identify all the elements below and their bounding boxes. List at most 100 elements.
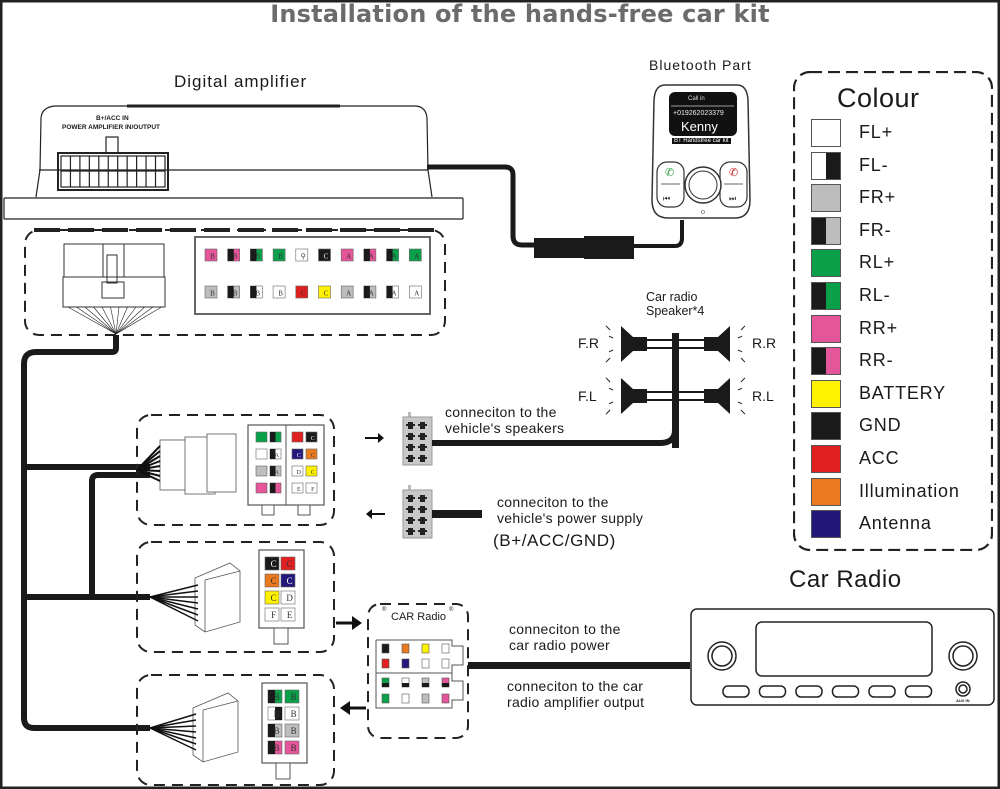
arrow-right-icon xyxy=(352,616,362,630)
legend-label: RL- xyxy=(859,285,891,305)
radio-amp-connection-1: conneciton to the car xyxy=(507,678,644,694)
pin: E xyxy=(291,482,304,494)
legend-swatch xyxy=(811,477,841,506)
pin xyxy=(401,658,410,669)
legend-label: GND xyxy=(859,415,902,436)
svg-text:B: B xyxy=(274,692,280,702)
speaker-icon xyxy=(679,377,746,415)
power-connection-3: (B+/ACC/GND) xyxy=(493,531,616,550)
legend-label: RR+ xyxy=(859,317,898,338)
pin: B xyxy=(204,248,218,262)
pin: A xyxy=(408,285,422,299)
svg-text:A: A xyxy=(346,289,351,297)
car-radio-unit xyxy=(690,608,995,706)
pin: A xyxy=(386,248,399,262)
pin xyxy=(255,448,268,460)
pin xyxy=(255,431,268,443)
svg-text:B: B xyxy=(291,709,297,719)
svg-text:B: B xyxy=(274,726,280,736)
pin xyxy=(401,693,410,704)
speaker-fl-label: F.L xyxy=(578,388,597,404)
bluetooth-cable xyxy=(427,164,684,259)
pin: C xyxy=(295,285,309,299)
legend-item: FR- xyxy=(811,216,991,247)
svg-text:B: B xyxy=(210,289,215,297)
vehicle-power-plug xyxy=(366,485,482,539)
power-connection-2: vehicle's power supply xyxy=(497,510,644,526)
legend-label: FL- xyxy=(859,154,889,175)
legend-item: FL- xyxy=(811,151,991,182)
legend-label: RL+ xyxy=(859,252,895,273)
svg-text:C: C xyxy=(297,453,301,459)
pin: C xyxy=(280,573,296,588)
pin: E xyxy=(280,607,296,622)
svg-text:A: A xyxy=(346,252,351,260)
speakers-connection-1: conneciton to the xyxy=(445,404,557,420)
pin: B xyxy=(227,248,240,262)
phone-answer-icon: ✆ xyxy=(665,167,674,179)
registered-mark: ® xyxy=(449,607,454,613)
digital-amplifier xyxy=(3,104,464,232)
pin: C xyxy=(318,248,331,262)
radio-display xyxy=(755,621,933,677)
amplifier-port-label-1: B+/ACC IN xyxy=(96,115,129,122)
svg-text:B: B xyxy=(233,252,238,260)
pin: B xyxy=(204,285,218,299)
svg-text:C: C xyxy=(271,559,277,569)
pin xyxy=(401,677,410,688)
legend-swatch xyxy=(811,184,841,213)
pin xyxy=(291,431,304,443)
speaker-group xyxy=(605,325,746,448)
svg-text:E: E xyxy=(297,487,301,493)
legend-item: Antenna xyxy=(811,510,991,540)
pin: B xyxy=(272,285,286,299)
legend-label: ACC xyxy=(859,448,900,468)
svg-text:B: B xyxy=(278,252,283,260)
main-connector-pinout xyxy=(194,236,431,315)
legend-label: BATTERY xyxy=(859,382,946,403)
pin xyxy=(401,643,410,654)
pin: C xyxy=(305,431,318,443)
legend-swatch xyxy=(811,216,841,245)
svg-text:C: C xyxy=(324,289,329,297)
speaker-icon xyxy=(605,377,672,415)
svg-text:C: C xyxy=(311,453,315,459)
legend-swatch xyxy=(811,445,841,473)
pin: C xyxy=(291,448,304,460)
harness-trunk xyxy=(21,335,150,731)
speaker-icon xyxy=(679,325,746,363)
pin: C xyxy=(305,448,318,460)
cable-socket xyxy=(584,236,634,259)
previous-track-icon: ⏮ xyxy=(663,194,670,203)
pin: B xyxy=(284,706,300,721)
pin: A xyxy=(363,248,377,262)
pin: A xyxy=(340,248,354,262)
legend-swatch xyxy=(811,314,841,343)
preset-button xyxy=(831,685,860,698)
legend-item: GND xyxy=(811,412,991,442)
preset-button xyxy=(904,685,933,698)
pin: C xyxy=(305,465,318,477)
svg-text:C: C xyxy=(271,593,277,603)
speakers-label-2: Speaker*4 xyxy=(646,304,705,318)
preset-button xyxy=(722,685,750,698)
microphone-icon xyxy=(701,210,705,214)
svg-text:C: C xyxy=(287,576,293,586)
pin: B xyxy=(267,740,283,755)
pin: C xyxy=(264,590,280,605)
car-radio-label: Car Radio xyxy=(789,566,902,593)
speaker-rr-label: R.R xyxy=(752,335,777,351)
registered-mark: ® xyxy=(382,607,387,613)
legend-item: ACC xyxy=(811,445,991,475)
pin: B xyxy=(227,285,240,299)
pin: C xyxy=(264,573,280,588)
pin xyxy=(381,643,390,654)
aux-in-label: AUX IN xyxy=(956,698,970,703)
preset-button xyxy=(758,685,787,698)
legend-label: FR- xyxy=(859,219,892,240)
pin xyxy=(381,677,390,688)
pin xyxy=(269,431,282,443)
svg-text:C: C xyxy=(287,559,293,569)
legend-item: Illumination xyxy=(811,477,991,508)
